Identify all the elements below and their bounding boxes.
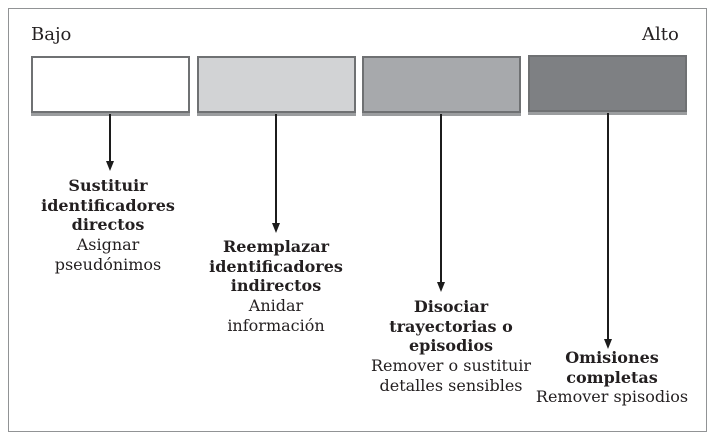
intensity-box-1 xyxy=(31,56,190,113)
arrow-shaft xyxy=(275,114,277,223)
step-title: Disociar trayectorias o episodios xyxy=(389,297,513,355)
down-arrow-1 xyxy=(105,114,116,171)
step-label-2: Reemplazar identificadores indirectos An… xyxy=(171,237,381,336)
arrow-shaft xyxy=(607,113,609,339)
down-arrow-3 xyxy=(436,114,447,292)
step-title: Reemplazar identificadores indirectos xyxy=(209,237,343,295)
down-arrow-4 xyxy=(603,113,614,349)
axis-label-high: Alto xyxy=(642,24,679,45)
step-subtitle: Remover o sustituir detalles sensibles xyxy=(370,355,532,395)
arrow-head-icon xyxy=(604,339,612,349)
arrow-head-icon xyxy=(272,223,280,233)
down-arrow-2 xyxy=(271,114,282,233)
step-subtitle: Asignar pseudónimos xyxy=(54,234,162,274)
step-label-1: Sustituir identificadores directos Asign… xyxy=(3,176,213,275)
step-label-3: Disociar trayectorias o episodios Remove… xyxy=(346,297,556,396)
step-subtitle: Anidar información xyxy=(227,295,325,335)
axis-label-low: Bajo xyxy=(31,24,72,45)
intensity-box-3 xyxy=(362,56,521,113)
step-subtitle: Remover spisodios xyxy=(535,387,689,406)
step-label-4: Omisiones completas Remover spisodios xyxy=(507,348,717,407)
arrow-head-icon xyxy=(437,282,445,292)
arrow-head-icon xyxy=(106,161,114,171)
intensity-box-4 xyxy=(528,55,687,112)
step-title: Omisiones completas xyxy=(565,348,659,387)
step-title: Sustituir identificadores directos xyxy=(41,176,175,234)
arrow-shaft xyxy=(440,114,442,282)
intensity-box-2 xyxy=(197,56,356,113)
arrow-shaft xyxy=(109,114,111,161)
